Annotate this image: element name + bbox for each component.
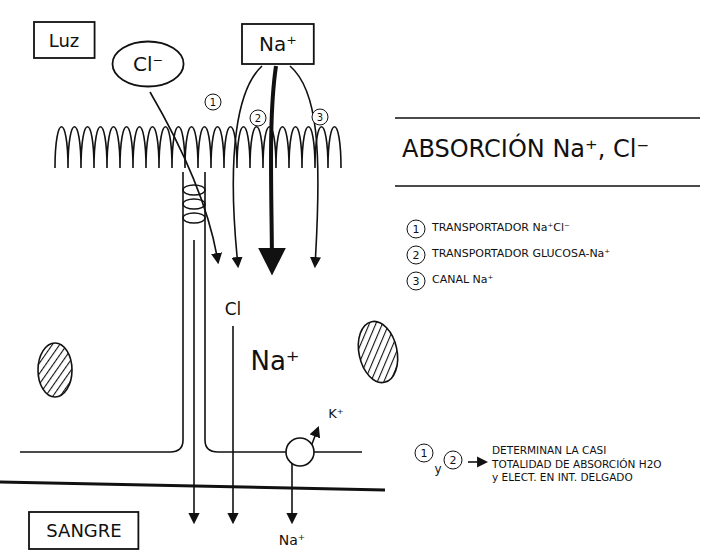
legend-text: TRANSPORTADOR GLUCOSA-Na⁺ — [432, 248, 610, 261]
node-text: Na⁺ — [259, 32, 297, 56]
note-arrow — [468, 461, 486, 463]
node-text: SANGRE — [46, 520, 121, 541]
cell-membrane — [205, 172, 362, 452]
legend-number: 1 — [407, 220, 426, 239]
note-text: y — [432, 463, 443, 477]
callout-number: 3 — [312, 109, 329, 126]
cell-membrane — [20, 172, 183, 452]
ellipse-outline — [112, 42, 183, 87]
title-rule — [395, 118, 700, 186]
basement-membrane — [0, 482, 385, 490]
callout-number: 1 — [205, 94, 222, 111]
legend-number: 3 — [407, 272, 426, 291]
ion-label: Na⁺ — [277, 532, 307, 548]
microvilli — [55, 127, 341, 168]
rect-outline — [242, 24, 314, 64]
legend-number: 2 — [407, 246, 426, 265]
tight-junction — [183, 185, 205, 223]
ion-label: Cl — [223, 300, 244, 320]
lumen-box: Luz — [33, 21, 96, 59]
transport-arrow — [271, 66, 276, 270]
callout-number: 2 — [250, 110, 267, 127]
blood-box: SANGRE — [28, 511, 139, 550]
ion-box: Na⁺ — [241, 23, 315, 65]
legend-text: TRANSPORTADOR Na⁺Cl⁻ — [432, 222, 570, 235]
note-text: DETERMINAN LA CASI TOTALIDAD DE ABSORCIÓ… — [492, 444, 667, 485]
node-text: Cl⁻ — [133, 52, 163, 76]
mitochondrion — [353, 318, 403, 387]
mitochondrion — [38, 343, 72, 397]
transport-arrow — [150, 92, 218, 262]
note-number: 1 — [415, 444, 434, 463]
transport-arrow — [233, 66, 262, 266]
ion-label: K⁺ — [326, 407, 345, 422]
rect-outline — [34, 22, 95, 58]
transport-arrow — [232, 326, 234, 522]
note-number: 2 — [444, 451, 463, 470]
transport-arrow — [193, 240, 195, 522]
rect-outline — [29, 512, 138, 549]
ion-label: Na⁺ — [248, 347, 301, 377]
transport-arrow — [290, 66, 318, 266]
node-text: Luz — [49, 30, 80, 51]
title: ABSORCIÓN Na⁺, Cl⁻ — [402, 136, 649, 164]
ion-circle: Cl⁻ — [111, 40, 185, 88]
legend-text: CANAL Na⁺ — [432, 274, 493, 287]
na-k-pump — [286, 438, 314, 466]
